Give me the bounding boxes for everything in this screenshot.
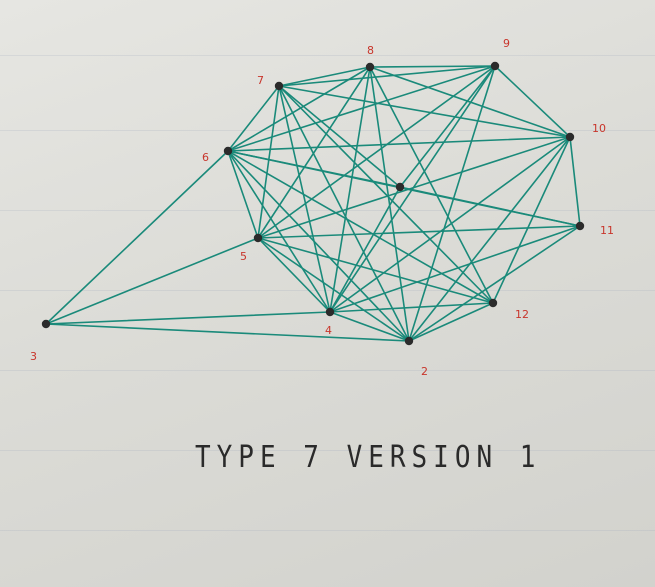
edge-8-4	[329, 66, 371, 313]
edge-8-5	[257, 66, 371, 239]
label-layer: 2 3 4 5 6 7 8 9 10 11 12	[30, 37, 614, 378]
edge-6-1	[227, 150, 401, 188]
ruled-line	[0, 290, 655, 291]
node-8	[365, 62, 375, 72]
edge-10-5	[257, 136, 571, 239]
edge-7-12	[278, 85, 494, 304]
edge-1-11	[399, 186, 581, 227]
node-10	[565, 132, 575, 142]
node-label-2: 2	[421, 365, 428, 378]
node-label-8: 8	[367, 44, 374, 57]
node-label-12: 12	[515, 308, 529, 321]
edge-9-2	[408, 65, 496, 342]
node-6	[223, 146, 233, 156]
edge-6-7	[227, 85, 280, 152]
node-5	[253, 233, 263, 243]
edge-5-2	[257, 237, 410, 342]
edge-layer	[45, 65, 581, 342]
edge-11-2	[408, 225, 581, 342]
node-12	[488, 298, 498, 308]
edge-10-11	[569, 136, 581, 227]
node-label-11: 11	[600, 224, 614, 237]
edge-7-5	[257, 85, 280, 239]
node-2	[404, 336, 414, 346]
diagram-caption: TYPE 7 VERSION 1	[195, 440, 542, 476]
edge-3-5	[45, 237, 259, 325]
node-11	[575, 221, 585, 231]
edge-7-8	[278, 66, 371, 87]
node-label-3: 3	[30, 350, 37, 363]
edge-4-12	[329, 302, 494, 313]
ruled-line	[0, 55, 655, 56]
edge-10-2	[408, 136, 571, 342]
edge-5-4	[257, 237, 331, 313]
node-1	[395, 182, 405, 192]
node-3	[41, 319, 51, 329]
edge-10-4	[329, 136, 571, 313]
edge-3-4	[45, 311, 331, 325]
node-label-5: 5	[240, 250, 247, 263]
ruled-line	[0, 530, 655, 531]
edge-9-5	[257, 65, 496, 239]
node-9	[490, 61, 500, 71]
edge-7-9	[278, 65, 496, 87]
edge-1-4	[329, 186, 401, 313]
edge-8-2	[369, 66, 410, 342]
edge-8-9	[369, 65, 496, 68]
edge-2-12	[408, 302, 494, 342]
edge-11-5	[257, 225, 581, 239]
edge-9-10	[494, 65, 571, 138]
edge-4-2	[329, 311, 410, 342]
edge-7-10	[278, 85, 571, 138]
ruled-line	[0, 210, 655, 211]
edge-6-12	[227, 150, 494, 304]
edge-5-12	[257, 237, 494, 304]
node-label-10: 10	[592, 122, 606, 135]
edge-9-1	[399, 65, 496, 188]
edge-11-4	[329, 225, 581, 313]
node-7	[274, 81, 284, 91]
node-4	[325, 307, 335, 317]
ruled-line	[0, 450, 655, 451]
edge-6-8	[227, 66, 371, 152]
node-label-6: 6	[202, 151, 209, 164]
edge-7-2	[278, 85, 410, 342]
node-label-4: 4	[325, 324, 332, 337]
node-layer	[41, 61, 585, 346]
edge-6-10	[227, 136, 571, 152]
edge-3-2	[45, 323, 410, 342]
node-label-9: 9	[503, 37, 510, 50]
ruled-line	[0, 370, 655, 371]
edge-7-4	[278, 85, 331, 313]
node-label-7: 7	[257, 74, 264, 87]
edge-6-5	[227, 150, 259, 239]
edge-7-1	[278, 85, 401, 188]
edge-3-6	[45, 150, 229, 325]
